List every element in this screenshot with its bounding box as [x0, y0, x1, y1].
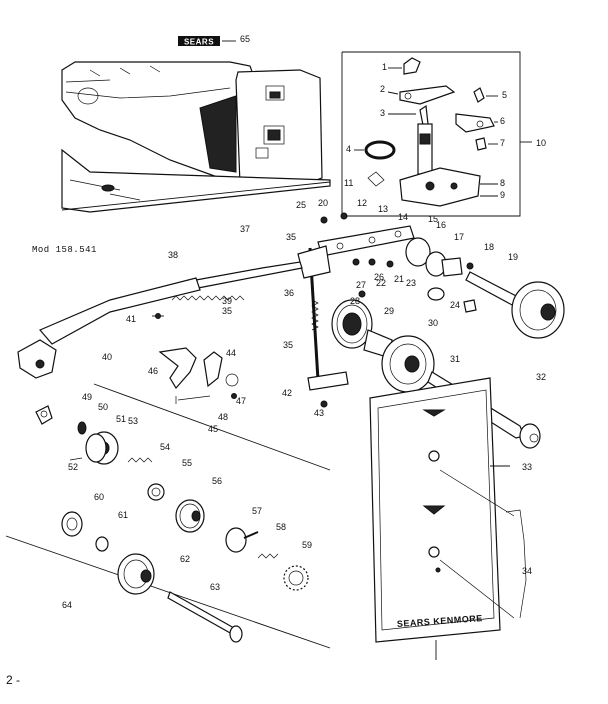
callout-4: 4	[346, 144, 351, 154]
callout-59: 59	[302, 540, 312, 550]
callout-11: 11	[344, 178, 353, 188]
callout-64: 64	[62, 600, 72, 610]
callout-54: 54	[160, 442, 170, 452]
callout-24: 24	[450, 300, 460, 310]
callout-43: 43	[314, 408, 324, 418]
callout-58: 58	[276, 522, 286, 532]
callout-21: 21	[394, 274, 404, 284]
callout-32: 32	[536, 372, 546, 382]
callout-40: 40	[102, 352, 112, 362]
tension-parts-row-upper	[35, 405, 309, 591]
lever-assembly	[17, 261, 303, 379]
model-label: Mod 158.541	[32, 245, 97, 255]
callout-15: 15	[428, 214, 438, 224]
callout-35: 35	[283, 340, 293, 350]
bed-plate-panel: SEARS KENMORE	[369, 377, 527, 660]
bracket-group-10	[341, 51, 532, 217]
callout-29: 29	[384, 306, 394, 316]
callout-35: 35	[286, 232, 296, 242]
callout-26: 26	[374, 272, 384, 282]
callout-57: 57	[252, 506, 262, 516]
callout-56: 56	[212, 476, 222, 486]
callout-23: 23	[406, 278, 416, 288]
callout-3: 3	[380, 108, 385, 118]
callout-2: 2	[380, 84, 385, 94]
callout-8: 8	[500, 178, 505, 188]
callout-17: 17	[454, 232, 464, 242]
callout-47: 47	[236, 396, 246, 406]
callout-53: 53	[128, 416, 138, 426]
callout-38: 38	[168, 250, 178, 260]
callout-50: 50	[98, 402, 108, 412]
callout-14: 14	[398, 212, 408, 222]
callout-18: 18	[484, 242, 494, 252]
callout-31: 31	[450, 354, 460, 364]
callout-13: 13	[378, 204, 388, 214]
page-number: 2 -	[6, 673, 20, 687]
main-shaft-assembly	[297, 212, 565, 449]
callout-22: 22	[376, 278, 386, 288]
callout-34: 34	[522, 566, 532, 576]
callout-65: 65	[240, 34, 250, 44]
callout-30: 30	[428, 318, 438, 328]
callout-9: 9	[500, 190, 505, 200]
callout-45: 45	[208, 424, 218, 434]
callout-42: 42	[282, 388, 292, 398]
callout-49: 49	[82, 392, 92, 402]
sears-badge: SEARS	[178, 36, 236, 47]
machine-head-illustration	[61, 61, 331, 213]
callout-6: 6	[500, 116, 505, 126]
callout-55: 55	[182, 458, 192, 468]
callout-48: 48	[218, 412, 228, 422]
callout-33: 33	[522, 462, 532, 472]
callout-20: 20	[318, 198, 328, 208]
callout-10: 10	[536, 138, 546, 148]
callout-52: 52	[68, 462, 78, 472]
callout-12: 12	[357, 198, 367, 208]
callout-62: 62	[180, 554, 190, 564]
tension-parts-row-lower	[61, 511, 243, 643]
callout-51: 51	[116, 414, 126, 424]
callout-44: 44	[226, 348, 236, 358]
callout-5: 5	[502, 90, 507, 100]
callout-27: 27	[356, 280, 366, 290]
callout-46: 46	[148, 366, 158, 376]
callout-19: 19	[508, 252, 518, 262]
callout-36: 36	[284, 288, 294, 298]
callout-60: 60	[94, 492, 104, 502]
callout-35: 35	[222, 306, 232, 316]
callout-61: 61	[118, 510, 128, 520]
callout-25: 25	[296, 200, 306, 210]
callout-28: 28	[350, 296, 360, 306]
badge-text: SEARS	[184, 38, 214, 47]
callout-41: 41	[126, 314, 136, 324]
callout-37: 37	[240, 224, 250, 234]
callout-16: 16	[436, 220, 446, 230]
callout-1: 1	[382, 62, 387, 72]
callout-63: 63	[210, 582, 220, 592]
tension-group-outline	[5, 347, 331, 649]
callout-7: 7	[500, 138, 505, 148]
callout-39: 39	[222, 296, 232, 306]
